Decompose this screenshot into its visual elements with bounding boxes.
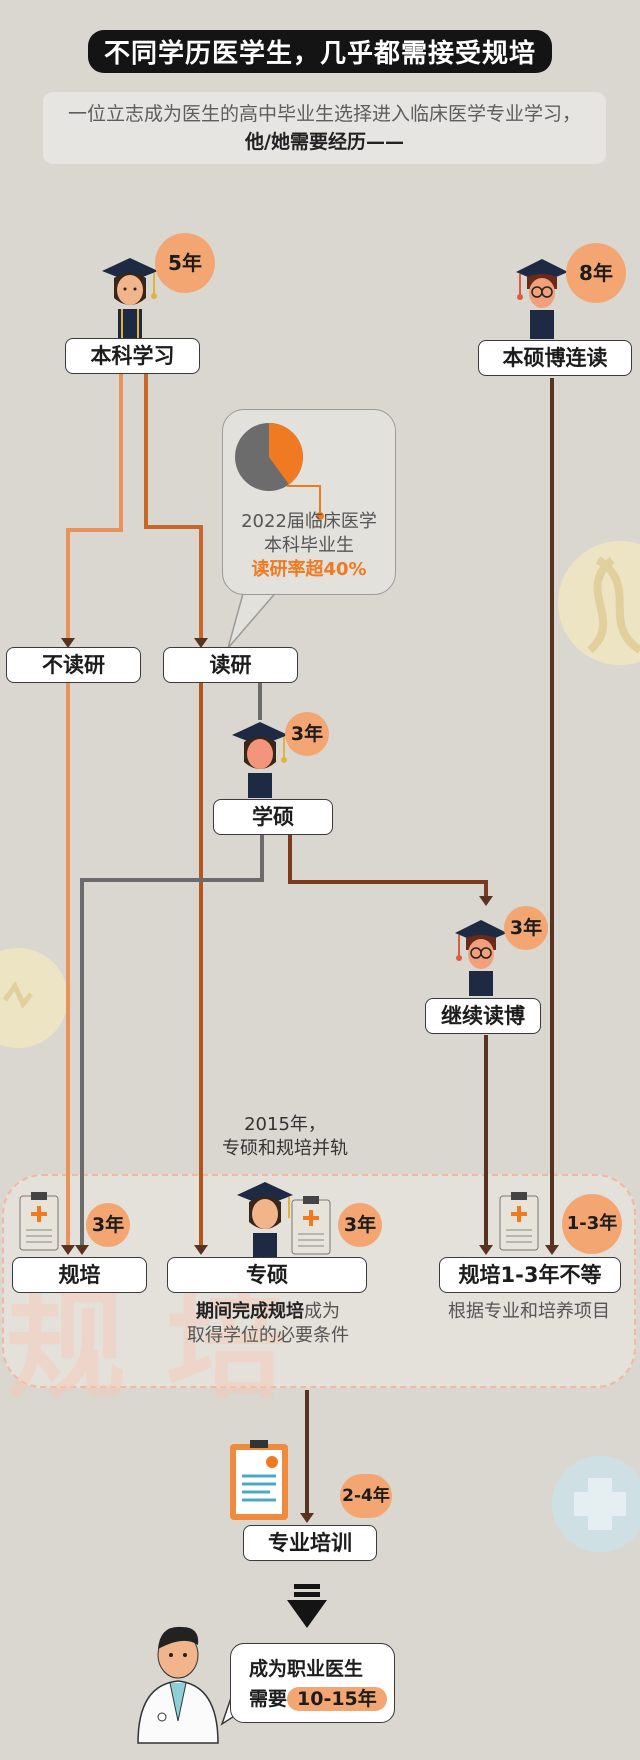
node-academic-master: 学硕 — [213, 799, 333, 835]
professional-note-bold: 期间完成规培 — [196, 1301, 304, 1322]
merge-note: 2015年， 专硕和规培并轨 — [200, 1113, 370, 1161]
duration-badge-rotation-a: 3年 — [86, 1203, 130, 1247]
final-highlight: 10-15年 — [287, 1687, 387, 1711]
arrow-head — [479, 1245, 493, 1255]
final-prefix: 需要 — [249, 1688, 288, 1710]
node-rotation-b: 规培1-3年不等 — [439, 1257, 621, 1293]
stat-bubble: 2022届临床医学 本科毕业生 读研率超40% — [222, 409, 396, 595]
student-girl-icon — [232, 722, 288, 798]
arrow-head — [479, 896, 493, 906]
line-undergrad-to-nograd — [66, 374, 123, 645]
arrow-head — [545, 1245, 559, 1255]
duration-badge-professional: 3年 — [338, 1203, 382, 1247]
pie-chart — [235, 423, 324, 520]
node-grad: 读研 — [163, 647, 298, 683]
line-academic-to-rotation — [80, 835, 264, 1252]
final-line-1: 成为职业医生 — [249, 1658, 364, 1680]
node-combined: 本硕博连读 — [478, 340, 632, 376]
watermark-text: 规培 — [6, 1277, 326, 1416]
intro-line-1: 一位立志成为医生的高中毕业生选择进入临床医学专业学习， — [67, 103, 581, 125]
bubble-pointer — [227, 590, 279, 649]
student-girl-icon — [237, 1182, 293, 1258]
heart-icon — [0, 948, 68, 1048]
arrow-head — [61, 1245, 75, 1255]
arrow-head — [194, 638, 208, 648]
duration-badge-phd: 3年 — [504, 906, 548, 950]
node-specialist: 专业培训 — [243, 1525, 377, 1561]
intro-line-2: 他/她需要经历—— — [245, 131, 404, 153]
page-title: 不同学历医学生，几乎都需接受规培 — [0, 30, 640, 73]
duration-badge-rotation-b: 1-3年 — [562, 1194, 622, 1254]
intro-panel: 一位立志成为医生的高中毕业生选择进入临床医学专业学习， 他/她需要经历—— — [43, 92, 606, 164]
professional-note: 期间完成规培成为 取得学位的必要条件 — [168, 1300, 368, 1348]
stat-line-1: 2022届临床医学 — [241, 511, 377, 532]
pie-leader-dot — [316, 512, 324, 520]
node-no-grad: 不读研 — [6, 647, 141, 683]
arrow-head — [75, 1245, 89, 1255]
arrow-head — [194, 1245, 208, 1255]
stat-highlight: 读研率超40% — [251, 559, 367, 580]
line-undergrad-to-grad — [144, 374, 203, 645]
rotation-note: 根据专业和培养项目 — [448, 1301, 610, 1322]
clipboard-icon — [19, 1192, 59, 1251]
student-glasses-icon — [455, 920, 507, 996]
dna-icon — [558, 541, 640, 665]
node-undergrad: 本科学习 — [65, 338, 200, 374]
stat-line-2: 本科毕业生 — [264, 535, 354, 556]
pie-slice-grad-rate — [269, 423, 303, 485]
professional-note-rest: 成为 — [304, 1301, 340, 1322]
professional-note-line-2: 取得学位的必要条件 — [187, 1325, 349, 1346]
merge-note-line-1: 2015年， — [244, 1114, 326, 1135]
clipboard-icon — [499, 1192, 539, 1251]
arrow-head — [300, 1513, 314, 1523]
node-professional-master: 专硕 — [167, 1257, 367, 1293]
duration-badge-undergrad: 5年 — [155, 233, 215, 293]
duration-badge-academic: 3年 — [285, 712, 329, 756]
certificate-icon — [230, 1440, 288, 1520]
doctor-icon — [137, 1626, 219, 1744]
student-glasses-icon — [516, 259, 568, 339]
node-phd: 继续读博 — [425, 998, 541, 1034]
down-arrow-icon — [287, 1584, 327, 1628]
clipboard-icon — [291, 1196, 331, 1255]
medical-cross-icon — [552, 1456, 640, 1552]
arrow-head — [61, 638, 75, 648]
duration-badge-combined: 8年 — [566, 243, 626, 303]
duration-badge-specialist: 2-4年 — [340, 1474, 392, 1518]
student-girl-icon — [102, 258, 158, 338]
pie-leader-line — [287, 485, 321, 514]
line-academic-to-phd — [288, 835, 488, 903]
merge-note-line-2: 专硕和规培并轨 — [222, 1138, 348, 1159]
node-rotation-a: 规培 — [12, 1257, 147, 1293]
